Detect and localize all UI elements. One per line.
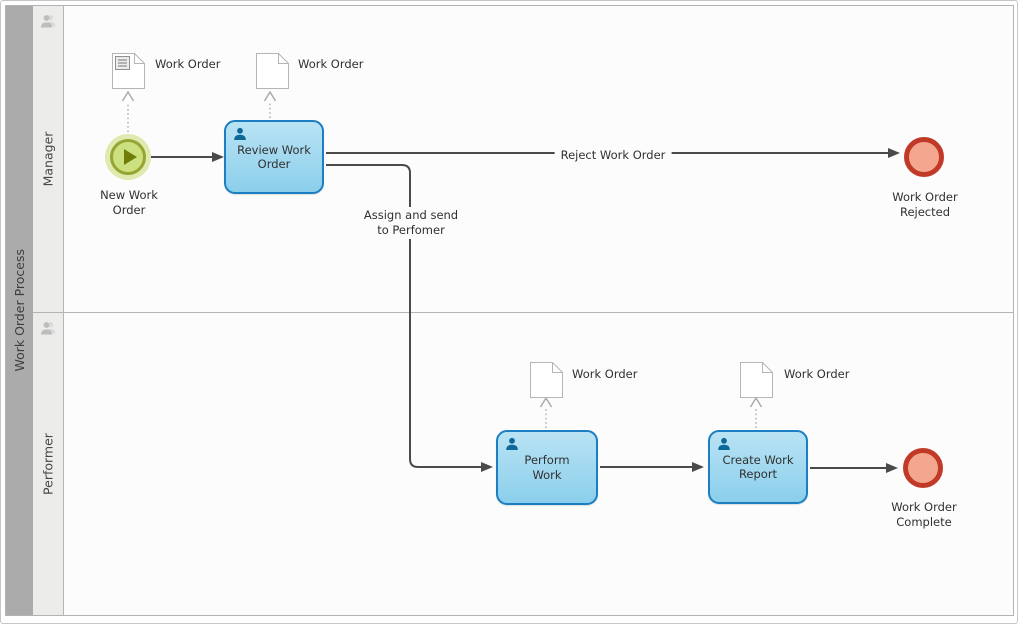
lane-label-manager: Manager: [40, 131, 56, 187]
data-object-label: Work Order: [784, 367, 850, 381]
flow-label-assign-and-send[interactable]: Assign and send to Perfomer: [357, 207, 465, 239]
start-event-ring: [110, 139, 146, 175]
pool-title: Work Order Process: [12, 249, 27, 372]
task-review-work-order[interactable]: Review Work Order: [224, 120, 324, 194]
task-label: Create Work Report: [722, 452, 794, 481]
task-perform-work[interactable]: Perform Work: [496, 430, 598, 505]
task-create-work-report[interactable]: Create Work Report: [708, 430, 808, 504]
document-icon: [256, 53, 289, 89]
data-object-label: Work Order: [298, 57, 364, 71]
pool-header[interactable]: Work Order Process: [6, 6, 33, 615]
start-event-label: New Work Order: [100, 188, 158, 217]
end-event-complete-label: Work Order Complete: [891, 500, 957, 529]
pool-work-order-process: Work Order Process Manager: [5, 5, 1014, 616]
end-event-rejected-label: Work Order Rejected: [892, 190, 958, 219]
play-icon: [123, 149, 137, 165]
data-object-work-order-2[interactable]: [256, 53, 289, 93]
document-icon: [530, 362, 563, 398]
user-task-person-icon: [718, 437, 730, 450]
end-event-work-order-rejected[interactable]: [904, 137, 944, 177]
end-event-work-order-complete[interactable]: [903, 448, 943, 488]
task-label: Review Work Order: [237, 142, 311, 171]
data-object-work-order-4[interactable]: [740, 362, 773, 402]
document-icon: [740, 362, 773, 398]
person-icon: [41, 322, 56, 335]
lane-label-performer: Performer: [40, 433, 56, 495]
flow-label-reject-work-order[interactable]: Reject Work Order: [554, 147, 672, 164]
document-icon: [112, 53, 145, 89]
lanes-container: Manager Performer: [33, 6, 1013, 615]
start-event-new-work-order[interactable]: [105, 134, 151, 180]
lane-manager: Manager: [33, 6, 1013, 312]
lane-body-manager: [64, 6, 1013, 312]
person-icon: [41, 15, 56, 28]
lane-header-performer[interactable]: Performer: [33, 313, 64, 615]
user-task-person-icon: [506, 437, 518, 450]
user-task-person-icon: [234, 127, 246, 140]
data-object-work-order-3[interactable]: [530, 362, 563, 402]
lane-header-manager[interactable]: Manager: [33, 6, 64, 312]
data-object-label: Work Order: [572, 367, 638, 381]
data-object-work-order-1[interactable]: [112, 53, 145, 93]
task-label: Perform Work: [524, 453, 570, 482]
data-object-label: Work Order: [155, 57, 221, 71]
